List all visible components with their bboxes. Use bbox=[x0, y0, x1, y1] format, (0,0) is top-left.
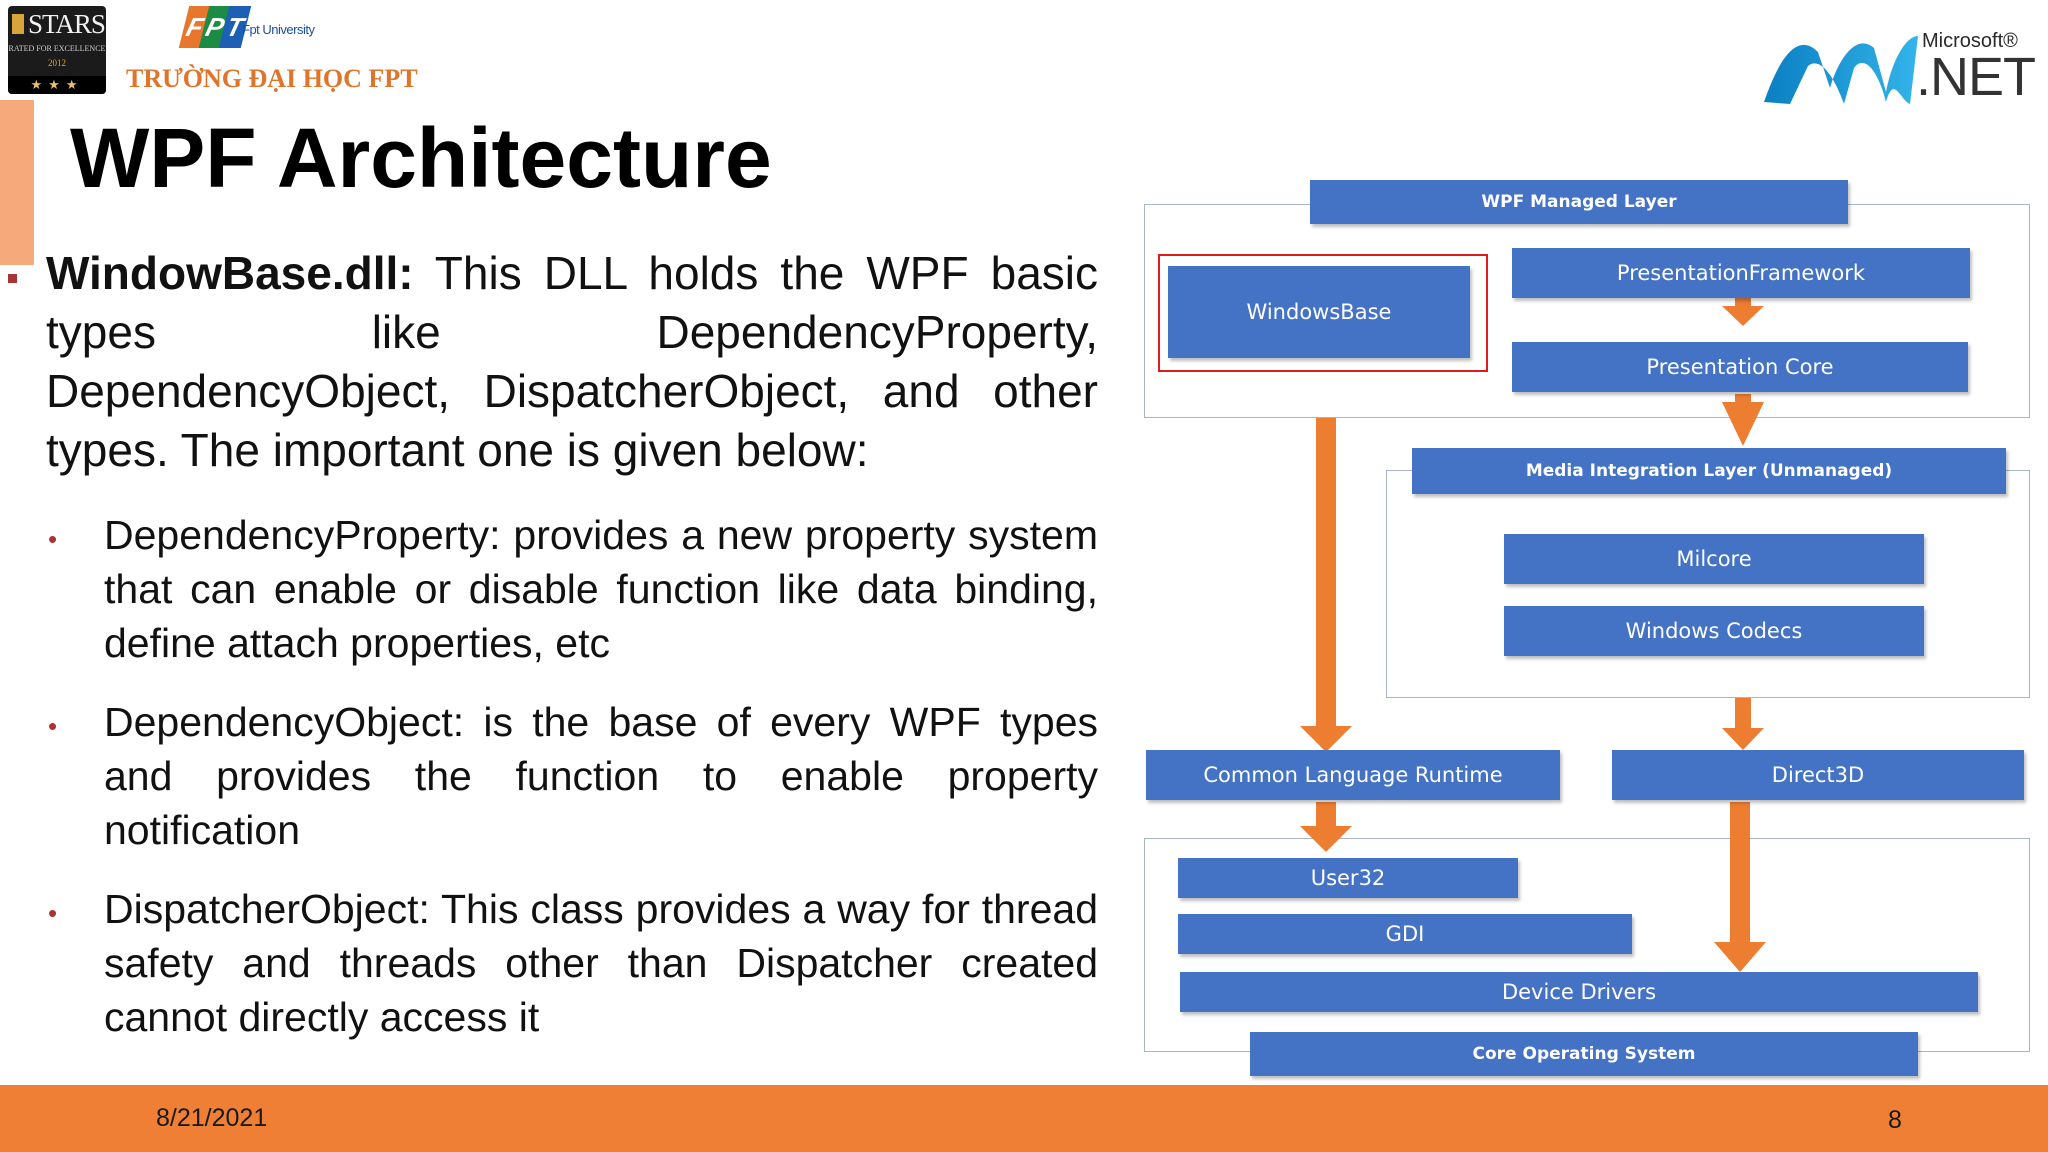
block-direct3d: Direct3D bbox=[1612, 750, 2024, 800]
slide-number: 8 bbox=[1888, 1106, 1902, 1134]
block-wpf-managed-layer: WPF Managed Layer bbox=[1310, 180, 1848, 224]
sub-bullet-dot: • bbox=[48, 898, 58, 928]
dotnet-logo: Microsoft® .NET bbox=[1760, 30, 2036, 110]
flow-arrows bbox=[1300, 298, 1766, 972]
stars-rating-logo: STARS RATED FOR EXCELLENCE 2012 ★★★ bbox=[8, 6, 106, 94]
stars-logo-stars: ★★★ bbox=[8, 76, 106, 94]
fpt-logo-caption: Fpt University bbox=[242, 22, 315, 37]
arrow-core-to-mil bbox=[1722, 394, 1764, 446]
sub-bullet-text: DependencyObject: is the base of every W… bbox=[104, 699, 1098, 853]
fpt-university-name: TRƯỜNG ĐẠI HỌC FPT bbox=[126, 64, 418, 93]
stars-logo-subtitle: RATED FOR EXCELLENCE bbox=[8, 44, 106, 53]
main-bullet-marker bbox=[8, 274, 17, 283]
sub-bullet-item: • DependencyProperty: provides a new pro… bbox=[46, 508, 1098, 670]
arrow-clr-to-user32 bbox=[1300, 802, 1352, 852]
block-user32: User32 bbox=[1178, 858, 1518, 898]
block-device-drivers: Device Drivers bbox=[1180, 972, 1978, 1012]
dotnet-wave-icon bbox=[1764, 36, 1918, 104]
sub-bullet-text: DispatcherObject: This class provides a … bbox=[104, 886, 1098, 1040]
block-windowsbase: WindowsBase bbox=[1168, 266, 1470, 358]
block-common-language-runtime: Common Language Runtime bbox=[1146, 750, 1560, 800]
sub-bullet-item: • DispatcherObject: This class provides … bbox=[46, 882, 1098, 1044]
title-accent-bar bbox=[0, 100, 34, 265]
slide-title: WPF Architecture bbox=[70, 111, 772, 205]
stars-logo-year: 2012 bbox=[48, 58, 66, 68]
footer-bar bbox=[0, 1085, 2048, 1152]
block-gdi: GDI bbox=[1178, 914, 1632, 954]
stars-logo-mark bbox=[12, 14, 24, 34]
sub-bullet-item: • DependencyObject: is the base of every… bbox=[46, 695, 1098, 857]
block-core-operating-system: Core Operating System bbox=[1250, 1032, 1918, 1076]
stars-logo-word: STARS bbox=[28, 8, 106, 39]
stars-logo-top: STARS bbox=[8, 6, 106, 42]
footer-date: 8/21/2021 bbox=[156, 1104, 268, 1132]
main-bullet-term: WindowBase.dll: bbox=[46, 247, 414, 299]
sub-bullet-list: • DependencyProperty: provides a new pro… bbox=[46, 508, 1098, 1069]
arrow-framework-to-core bbox=[1722, 298, 1764, 326]
arrow-mil-to-direct3d bbox=[1722, 698, 1764, 750]
main-bullet-description: This DLL holds the WPF basic types like … bbox=[46, 247, 1098, 476]
windowsbase-highlight-box bbox=[1158, 254, 1488, 372]
arrow-windowsbase-to-clr bbox=[1300, 418, 1352, 752]
block-media-integration-layer: Media Integration Layer (Unmanaged) bbox=[1412, 448, 2006, 494]
dotnet-logo-brand: Microsoft® bbox=[1922, 30, 2018, 52]
block-milcore: Milcore bbox=[1504, 534, 1924, 584]
dotnet-logo-word: .NET bbox=[1916, 47, 2036, 107]
fpt-university-logo: F P T Fpt University bbox=[178, 4, 330, 60]
sub-bullet-dot: • bbox=[48, 711, 58, 741]
sub-bullet-text: DependencyProperty: provides a new prope… bbox=[104, 512, 1098, 666]
block-windows-codecs: Windows Codecs bbox=[1504, 606, 1924, 656]
sub-bullet-dot: • bbox=[48, 524, 58, 554]
block-presentation-core: Presentation Core bbox=[1512, 342, 1968, 392]
main-bullet-text: WindowBase.dll: This DLL holds the WPF b… bbox=[46, 244, 1098, 480]
arrow-direct3d-to-drivers bbox=[1714, 802, 1766, 972]
block-presentation-framework: PresentationFramework bbox=[1512, 248, 1970, 298]
wpf-architecture-diagram: WPF Managed Layer WindowsBase Presentati… bbox=[1140, 180, 2040, 1090]
